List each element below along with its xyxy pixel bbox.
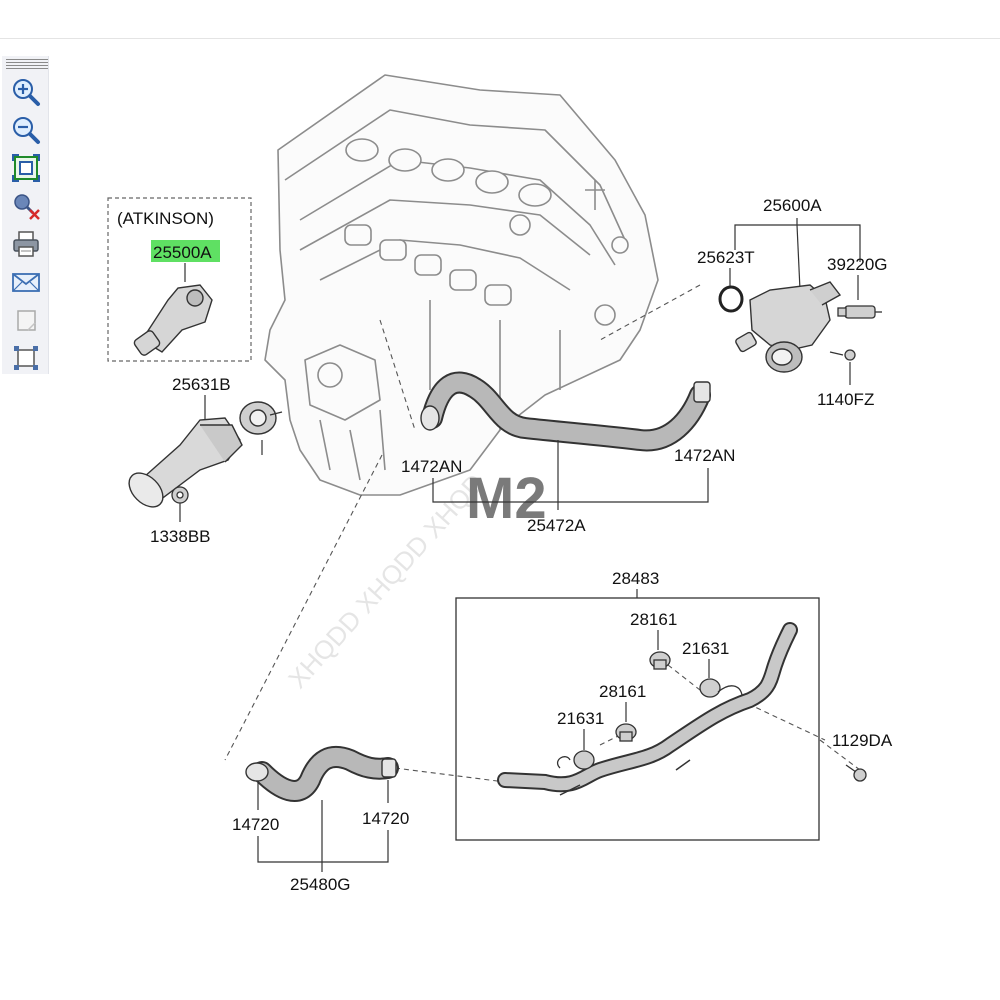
window-top-border <box>0 38 1000 39</box>
clear-markup-button[interactable] <box>10 190 42 222</box>
grommet-21631-top <box>699 678 743 698</box>
clear-markup-icon <box>14 194 40 220</box>
part-label-25472A[interactable]: 25472A <box>527 516 586 535</box>
water-outlet-assembly: 25600A 25623T 39220G 1140FZ <box>697 196 888 409</box>
email-button[interactable] <box>10 266 42 298</box>
email-icon <box>12 273 40 292</box>
temperature-sensor-39220G <box>837 305 882 319</box>
grommet-21631-mid <box>556 750 595 770</box>
hose-clamp-14720-right <box>381 758 397 778</box>
part-label-28161-mid[interactable]: 28161 <box>599 682 646 701</box>
part-label-1472AN-left[interactable]: 1472AN <box>401 457 462 476</box>
part-highlight <box>151 240 220 262</box>
hose-clamp-left <box>420 405 440 431</box>
atkinson-title: (ATKINSON) <box>117 209 214 228</box>
blank-page-button[interactable] <box>10 304 42 336</box>
part-label-1472AN-right[interactable]: 1472AN <box>674 446 735 465</box>
part-label-28483[interactable]: 28483 <box>612 569 659 588</box>
part-label-28161-top[interactable]: 28161 <box>630 610 677 629</box>
viewer-toolbar <box>2 56 49 374</box>
part-label-1129DA[interactable]: 1129DA <box>832 731 893 750</box>
bolt-1140FZ <box>829 349 856 361</box>
bolt-1338BB <box>171 486 189 504</box>
part-label-1140FZ[interactable]: 1140FZ <box>817 390 874 409</box>
water-inlet-fitting: 25631B 1338BB <box>128 375 283 546</box>
zoom-in-icon <box>13 79 40 106</box>
part-label-25600A[interactable]: 25600A <box>763 196 822 215</box>
leader-lines <box>224 284 861 783</box>
part-label-14720-left[interactable]: 14720 <box>232 815 279 834</box>
part-label-1338BB[interactable]: 1338BB <box>150 527 211 546</box>
bracket-28161-top <box>649 651 671 670</box>
bolt-1129DA <box>845 764 867 782</box>
engine-block <box>264 74 659 496</box>
part-label-25480G[interactable]: 25480G <box>290 875 351 894</box>
upper-hose: 1472AN 1472AN 25472A <box>401 371 735 535</box>
thermostat-valve <box>239 401 283 435</box>
part-label-14720-right[interactable]: 14720 <box>362 809 409 828</box>
m2-logo: M2 <box>466 466 547 531</box>
part-label-25631B[interactable]: 25631B <box>172 375 231 394</box>
part-label-21631-top[interactable]: 21631 <box>682 639 729 658</box>
blank-page-icon <box>17 310 36 331</box>
lower-hose: 14720 14720 25480G <box>232 745 409 894</box>
fit-page-icon <box>14 346 38 370</box>
part-label-25500A[interactable]: 25500A <box>153 243 212 262</box>
o-ring-25623T <box>718 285 744 313</box>
thermostat-housing-atkinson <box>133 284 213 356</box>
part-label-25623T[interactable]: 25623T <box>697 248 755 267</box>
print-icon <box>13 231 39 257</box>
zoom-in-button[interactable] <box>10 76 42 108</box>
hose-clamp-right <box>693 381 711 403</box>
part-label-21631-mid[interactable]: 21631 <box>557 709 604 728</box>
bracket-28161-mid <box>615 723 637 742</box>
fit-to-window-button[interactable] <box>10 152 42 184</box>
atkinson-group: (ATKINSON) 25500A <box>107 197 252 362</box>
print-button[interactable] <box>10 228 42 260</box>
zoom-out-icon <box>13 117 40 144</box>
part-label-39220G[interactable]: 39220G <box>827 255 888 274</box>
toolbar-grip-handle[interactable] <box>6 59 48 69</box>
fit-page-button[interactable] <box>10 342 42 374</box>
water-outlet-housing <box>735 281 842 373</box>
pipe-assembly-group: 28483 28161 21631 28161 21631 1129D <box>455 569 893 841</box>
zoom-out-button[interactable] <box>10 114 42 146</box>
fit-to-window-icon <box>12 154 40 182</box>
hose-clamp-14720-left <box>245 762 269 782</box>
